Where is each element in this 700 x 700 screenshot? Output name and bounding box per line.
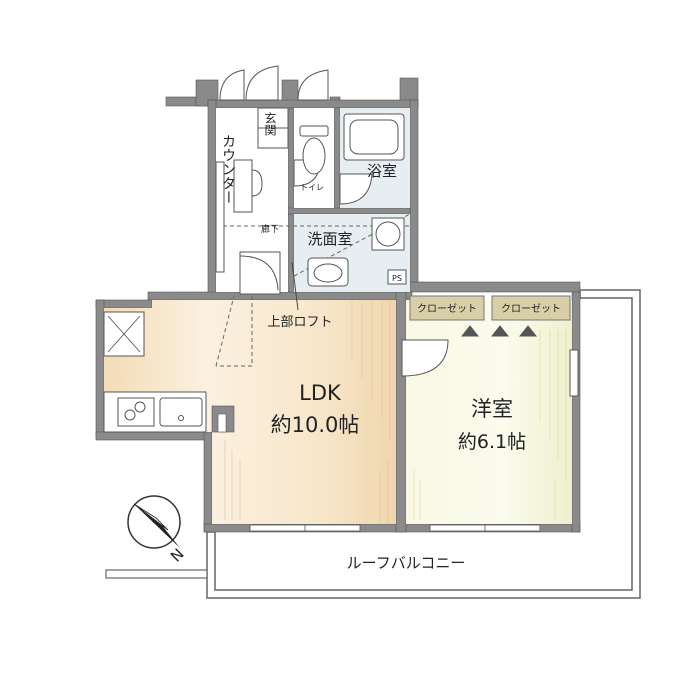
burner-icon <box>134 401 146 413</box>
western-name: 洋室 <box>471 397 513 421</box>
entrance-name: 玄関 <box>263 111 277 136</box>
windows <box>249 524 541 532</box>
counter-label: カウンター <box>220 134 236 204</box>
closet2-label: クローゼット <box>501 303 561 315</box>
entrance-details <box>233 107 289 295</box>
north-label: N <box>167 545 188 566</box>
western-size: 約6.1帖 <box>458 431 526 453</box>
compass-icon <box>127 495 181 549</box>
closet1-label: クローゼット <box>417 303 477 315</box>
toilet-name: トイレ <box>300 183 324 192</box>
ldk-size: 約10.0帖 <box>271 413 360 437</box>
ldk-name: LDK <box>299 381 342 405</box>
kitchen <box>103 311 235 433</box>
bath-fixtures <box>299 113 407 287</box>
bath-name: 浴室 <box>367 162 397 180</box>
balcony-label: ルーフバルコニー <box>347 554 466 572</box>
corridor-name: 廊下 <box>261 223 279 235</box>
loft-label: 上部ロフト <box>267 315 332 330</box>
floors <box>104 108 572 524</box>
floor-texture-western <box>413 330 567 520</box>
floor-texture <box>224 300 391 524</box>
ps-label: PS <box>392 274 402 283</box>
burner-icon <box>124 409 136 421</box>
washroom-name: 洗面室 <box>307 230 352 248</box>
